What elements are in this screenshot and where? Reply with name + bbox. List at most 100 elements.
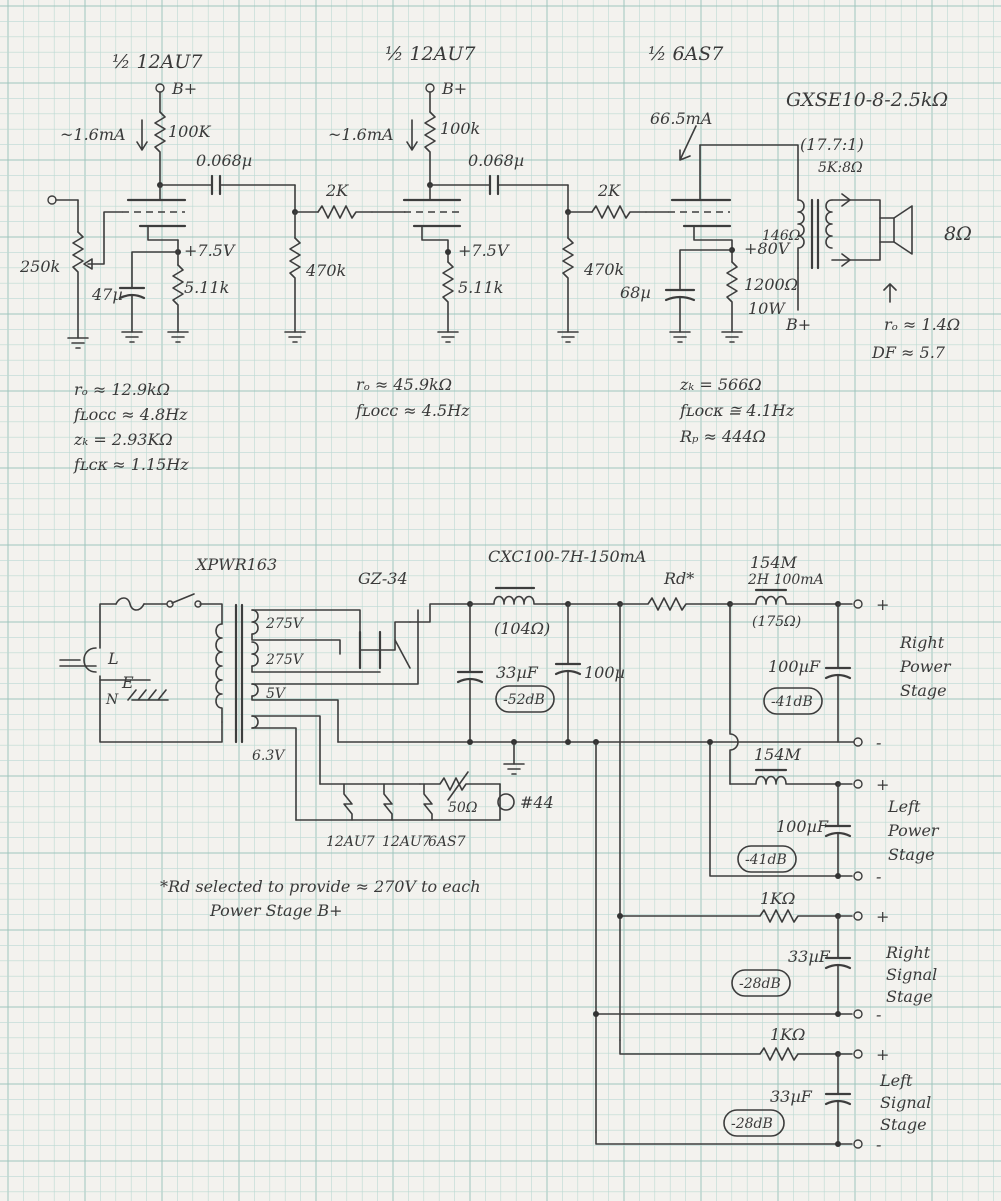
choke2-resistance: (175Ω) (752, 614, 801, 630)
choke3-inductor (729, 775, 839, 785)
left-signal-minus-terminal (853, 1139, 863, 1149)
ripple-1-label: -52dB (503, 692, 545, 708)
stage3-grid-stopper (591, 205, 647, 219)
right-signal-plus-terminal (853, 911, 863, 921)
stage3-grid-stopper-label: 2K (597, 181, 621, 200)
output-transformer-secondary (825, 199, 833, 249)
stage2-cathode-resistor (442, 261, 454, 333)
right-power-plus-terminal (853, 599, 863, 609)
stage3-tube-label: ½ 6AS7 (648, 43, 724, 65)
ground-icon (557, 331, 579, 343)
stage2-grid-stopper (317, 205, 373, 219)
choke1-resistance: (104Ω) (494, 619, 550, 638)
secondary-1-label: 275V (265, 616, 305, 632)
stage1-note: zₖ = 2.93KΩ (73, 430, 173, 449)
heater-tube-label: 12AU7 (382, 834, 431, 850)
ground-icon (167, 331, 189, 343)
ripple-badge-6 (723, 1109, 785, 1137)
ripple-badge-1 (495, 685, 555, 713)
output-label-line: Right (885, 943, 931, 962)
output-label-line: Signal (886, 965, 937, 984)
stage1-analysis-notes: rₒ ≈ 12.9kΩ fʟᴏᴄᴄ ≈ 4.8Hz zₖ = 2.93KΩ fʟ… (73, 380, 189, 474)
rd-label: Rd* (663, 569, 694, 588)
stage3-cathode-cap-label: 68µ (620, 283, 651, 302)
mains-transformer-primary (215, 623, 223, 723)
stage1-note: fʟᴄᴋ ≈ 1.15Hz (73, 455, 189, 474)
stage1-bplus-terminal (155, 83, 165, 93)
stage3-note: fʟᴏᴄᴋ ≅ 4.1Hz (679, 401, 795, 420)
choke2-inductor (729, 595, 839, 605)
ripple-3-label: -41dB (771, 694, 813, 710)
stage2-cathode-voltage: +7.5V (458, 241, 510, 260)
ground-icon (503, 763, 525, 775)
neutral-label: N (105, 692, 119, 708)
right-signal-resistor-label: 1KΩ (760, 889, 795, 908)
output-label-line: Power (899, 657, 952, 676)
mains-transformer-secondaries (251, 609, 259, 729)
stage1-cathode-voltage: +7.5V (184, 241, 236, 260)
right-power-cap-label: 100µF (768, 657, 821, 676)
transformer-ratio: (17.7:1) (800, 135, 864, 154)
heater-tube-label: 12AU7 (326, 834, 375, 850)
left-power-plus-terminal (853, 779, 863, 789)
line-label: L (107, 649, 119, 668)
stage1-note: rₒ ≈ 12.9kΩ (74, 380, 170, 399)
output-impedance-arrow (883, 283, 897, 303)
output-label-line: Left (879, 1071, 913, 1090)
right-power-minus-label: - (876, 733, 881, 752)
choke3-label: 154M (754, 745, 802, 764)
right-signal-minus-terminal (853, 1009, 863, 1019)
rectifier-label: GZ-34 (358, 569, 408, 588)
filter-cap-2-label: 100µ (584, 663, 625, 682)
secondary-3-label: 5V (266, 686, 287, 702)
left-signal-plus-label: + (876, 1045, 889, 1064)
ripple-4-label: -41dB (745, 852, 787, 868)
output-label-line: Stage (880, 1115, 927, 1134)
stage3-cathode-resistor-power: 10W (748, 299, 786, 318)
primary-resistance: 146Ω (762, 228, 801, 244)
ground-icon (437, 331, 459, 343)
input-pot-label: 250k (19, 257, 60, 276)
mains-transformer-label: XPWR163 (194, 555, 277, 574)
ground-icon (721, 331, 743, 343)
stage3-circuit: ½ 6AS7 66.5mA GXSE10-8-2.5kΩ (17.7:1) 5K… (620, 43, 972, 446)
mains-plug-icon (83, 647, 97, 673)
left-power-plus-label: + (876, 775, 889, 794)
stage2-cathode-resistor-label: 5.11k (458, 278, 503, 297)
stage1-current-arrow (136, 119, 148, 151)
stage3-cathode-voltage: +80V (744, 239, 791, 258)
ripple-5-label: -28dB (739, 976, 781, 992)
transformer-impedance: 5K:8Ω (818, 160, 863, 176)
output-transformer-primary (797, 199, 805, 269)
output-label-line: Left (887, 797, 921, 816)
stage1-coupling-cap-label: 0.068µ (196, 151, 252, 170)
left-signal-minus-label: - (876, 1135, 881, 1154)
output-label-line: Signal (880, 1093, 931, 1112)
stage1-note: fʟᴏᴄᴄ ≈ 4.8Hz (73, 405, 188, 424)
stage2-grid-stopper-label: 2K (325, 181, 349, 200)
stage3-cathode-resistor (726, 261, 738, 333)
fuse-icon (115, 597, 145, 611)
stage3-bplus-label: B+ (785, 315, 811, 334)
output-label-line: Stage (888, 845, 935, 864)
left-power-minus-terminal (853, 871, 863, 881)
stage3-current-label: 66.5mA (650, 109, 712, 128)
stage3-triode (668, 144, 732, 228)
stage2-bplus-label: B+ (441, 79, 467, 98)
stage2-note: fʟᴏᴄᴄ ≈ 4.5Hz (355, 401, 470, 420)
stage1-plate-resistor-label: 100K (168, 122, 212, 141)
stage2-current-arrow (406, 119, 418, 151)
stage2-note: rₒ ≈ 45.9kΩ (356, 375, 452, 394)
output-transformer-label: GXSE10-8-2.5kΩ (786, 89, 948, 111)
stage3-current-arrow (679, 125, 697, 161)
stage3-cathode-resistor-label: 1200Ω (744, 275, 798, 294)
stage3-grid-resistor-label: 470k (583, 260, 624, 279)
output-label-left-signal: Left Signal Stage (879, 1071, 931, 1134)
pilot-lamp-label: #44 (520, 793, 554, 812)
stage1-cathode-resistor (172, 264, 184, 333)
output-impedance: rₒ ≈ 1.4Ω (884, 315, 960, 334)
stage2-circuit: ½ 12AU7 B+ 100k ~1.6mA 0.068µ +7.5V 5.11… (328, 43, 669, 420)
stage1-bplus-label: B+ (171, 79, 197, 98)
heater-pot-label: 50Ω (448, 800, 478, 816)
